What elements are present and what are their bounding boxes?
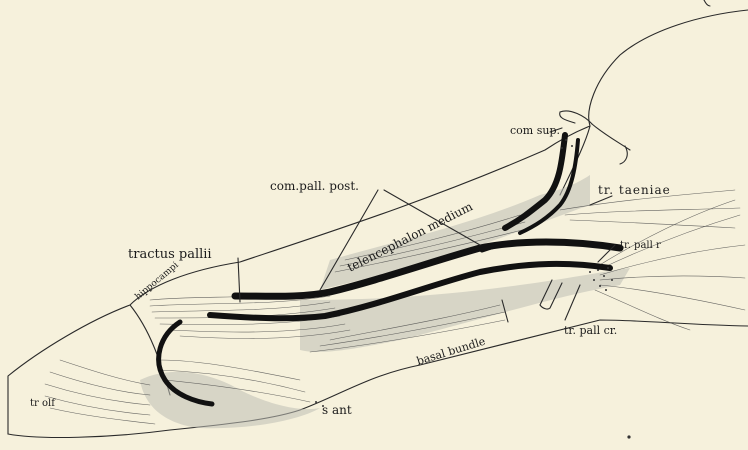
label-tr-olf: tr olf: [30, 398, 56, 409]
label-com-sup: com sup.: [510, 124, 560, 137]
label-tractus-pallii: tractus pallii: [128, 247, 212, 262]
label-tr-taeniae: tr. taeniae: [598, 183, 671, 197]
label-tr-pall-cr: tr. pall cr.: [564, 324, 617, 337]
hemisphere-curve: [589, 10, 748, 126]
com-sup-loop: [560, 111, 592, 124]
label-compall-post: com.pall. post.: [270, 179, 359, 193]
small-curl: [592, 0, 710, 164]
label-tr-pall-r: tr. pall r: [620, 240, 661, 251]
label-s-ant: s ant: [322, 403, 352, 417]
label-hippocampi: hippocampi: [134, 260, 181, 302]
